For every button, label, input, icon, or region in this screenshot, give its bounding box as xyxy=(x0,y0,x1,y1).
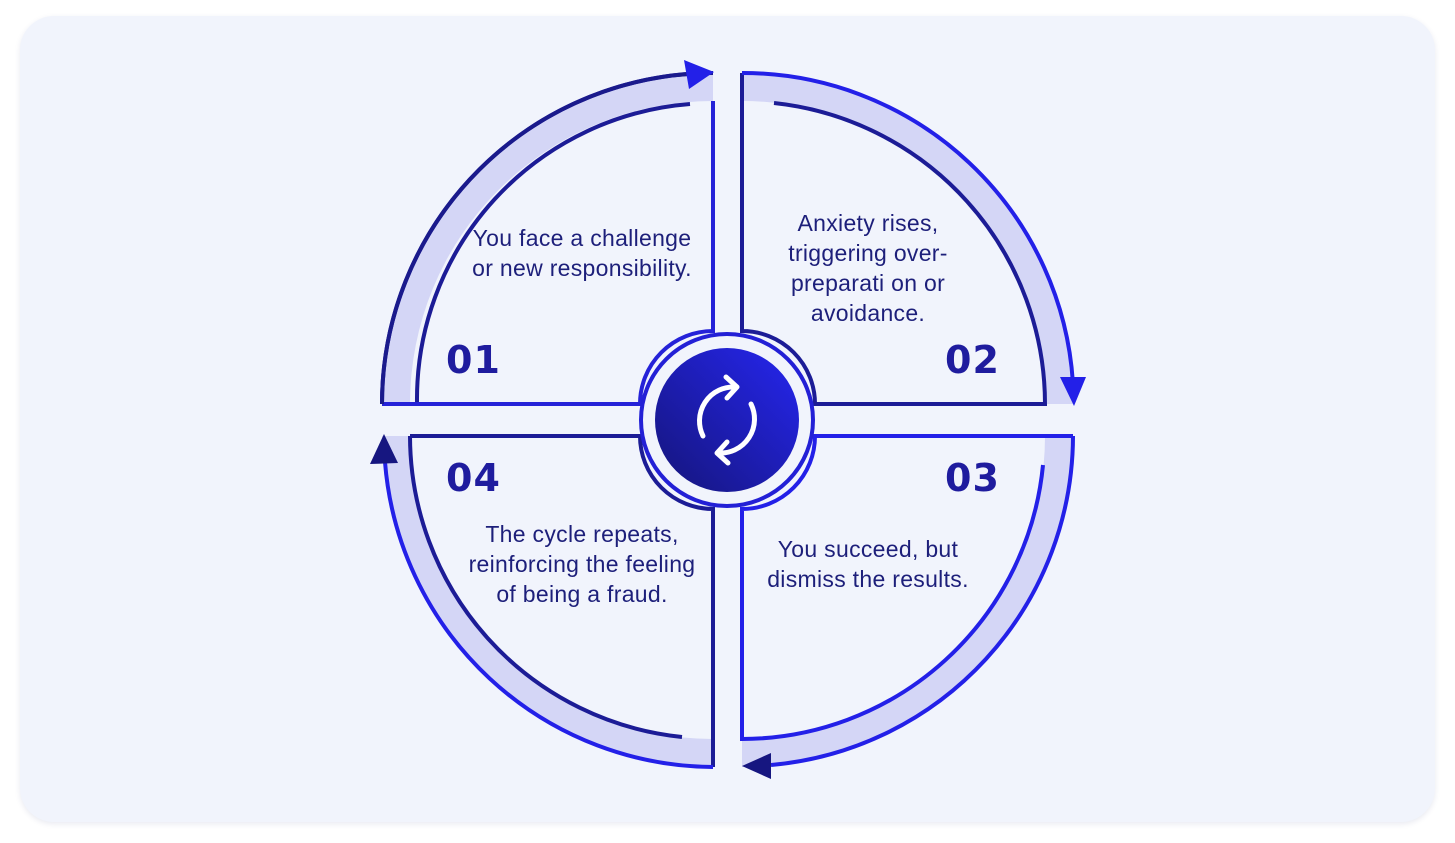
quadrant-04-outline xyxy=(408,434,715,767)
quadrant-02-light-band xyxy=(742,73,1073,404)
quadrant-04 xyxy=(370,434,715,769)
quadrant-03-outline xyxy=(740,434,1073,742)
center-hub xyxy=(655,348,799,492)
step-03-text: You succeed, but dismiss the results. xyxy=(767,536,969,592)
step-03-number: 03 xyxy=(945,456,1000,500)
quadrant-01-inner-border xyxy=(382,101,715,406)
step-04-number: 04 xyxy=(446,456,501,500)
quadrant-01 xyxy=(380,60,715,406)
step-01-number: 01 xyxy=(446,338,501,382)
step-04-text: The cycle repeats, reinforcing the feeli… xyxy=(468,521,696,607)
quadrant-03-light-band xyxy=(742,436,1073,767)
quadrant-01-light-band xyxy=(382,73,713,404)
quadrant-04-arrowhead xyxy=(370,434,398,464)
quadrant-04-light-band xyxy=(382,436,713,767)
quadrant-02-arrowhead xyxy=(1060,377,1086,406)
refresh-cycle-icon xyxy=(697,374,757,466)
quadrant-02-outline xyxy=(740,73,1048,406)
step-02-number: 02 xyxy=(945,338,1000,382)
quadrant-02 xyxy=(740,70,1086,406)
quadrant-04-outer-border xyxy=(383,461,714,769)
step-01-text: You face a challenge or new responsibili… xyxy=(472,225,692,281)
quadrant-01-arrow-arc xyxy=(380,72,689,405)
quadrant-03-outer-border xyxy=(770,435,1075,767)
quadrant-02-arrow-arc xyxy=(741,70,1075,385)
quadrant-01-arrowhead xyxy=(684,60,714,89)
quadrant-03 xyxy=(740,434,1075,779)
step-02-text: Anxiety rises, triggering over-preparati… xyxy=(788,210,948,326)
quadrant-03-arrowhead xyxy=(742,753,771,779)
